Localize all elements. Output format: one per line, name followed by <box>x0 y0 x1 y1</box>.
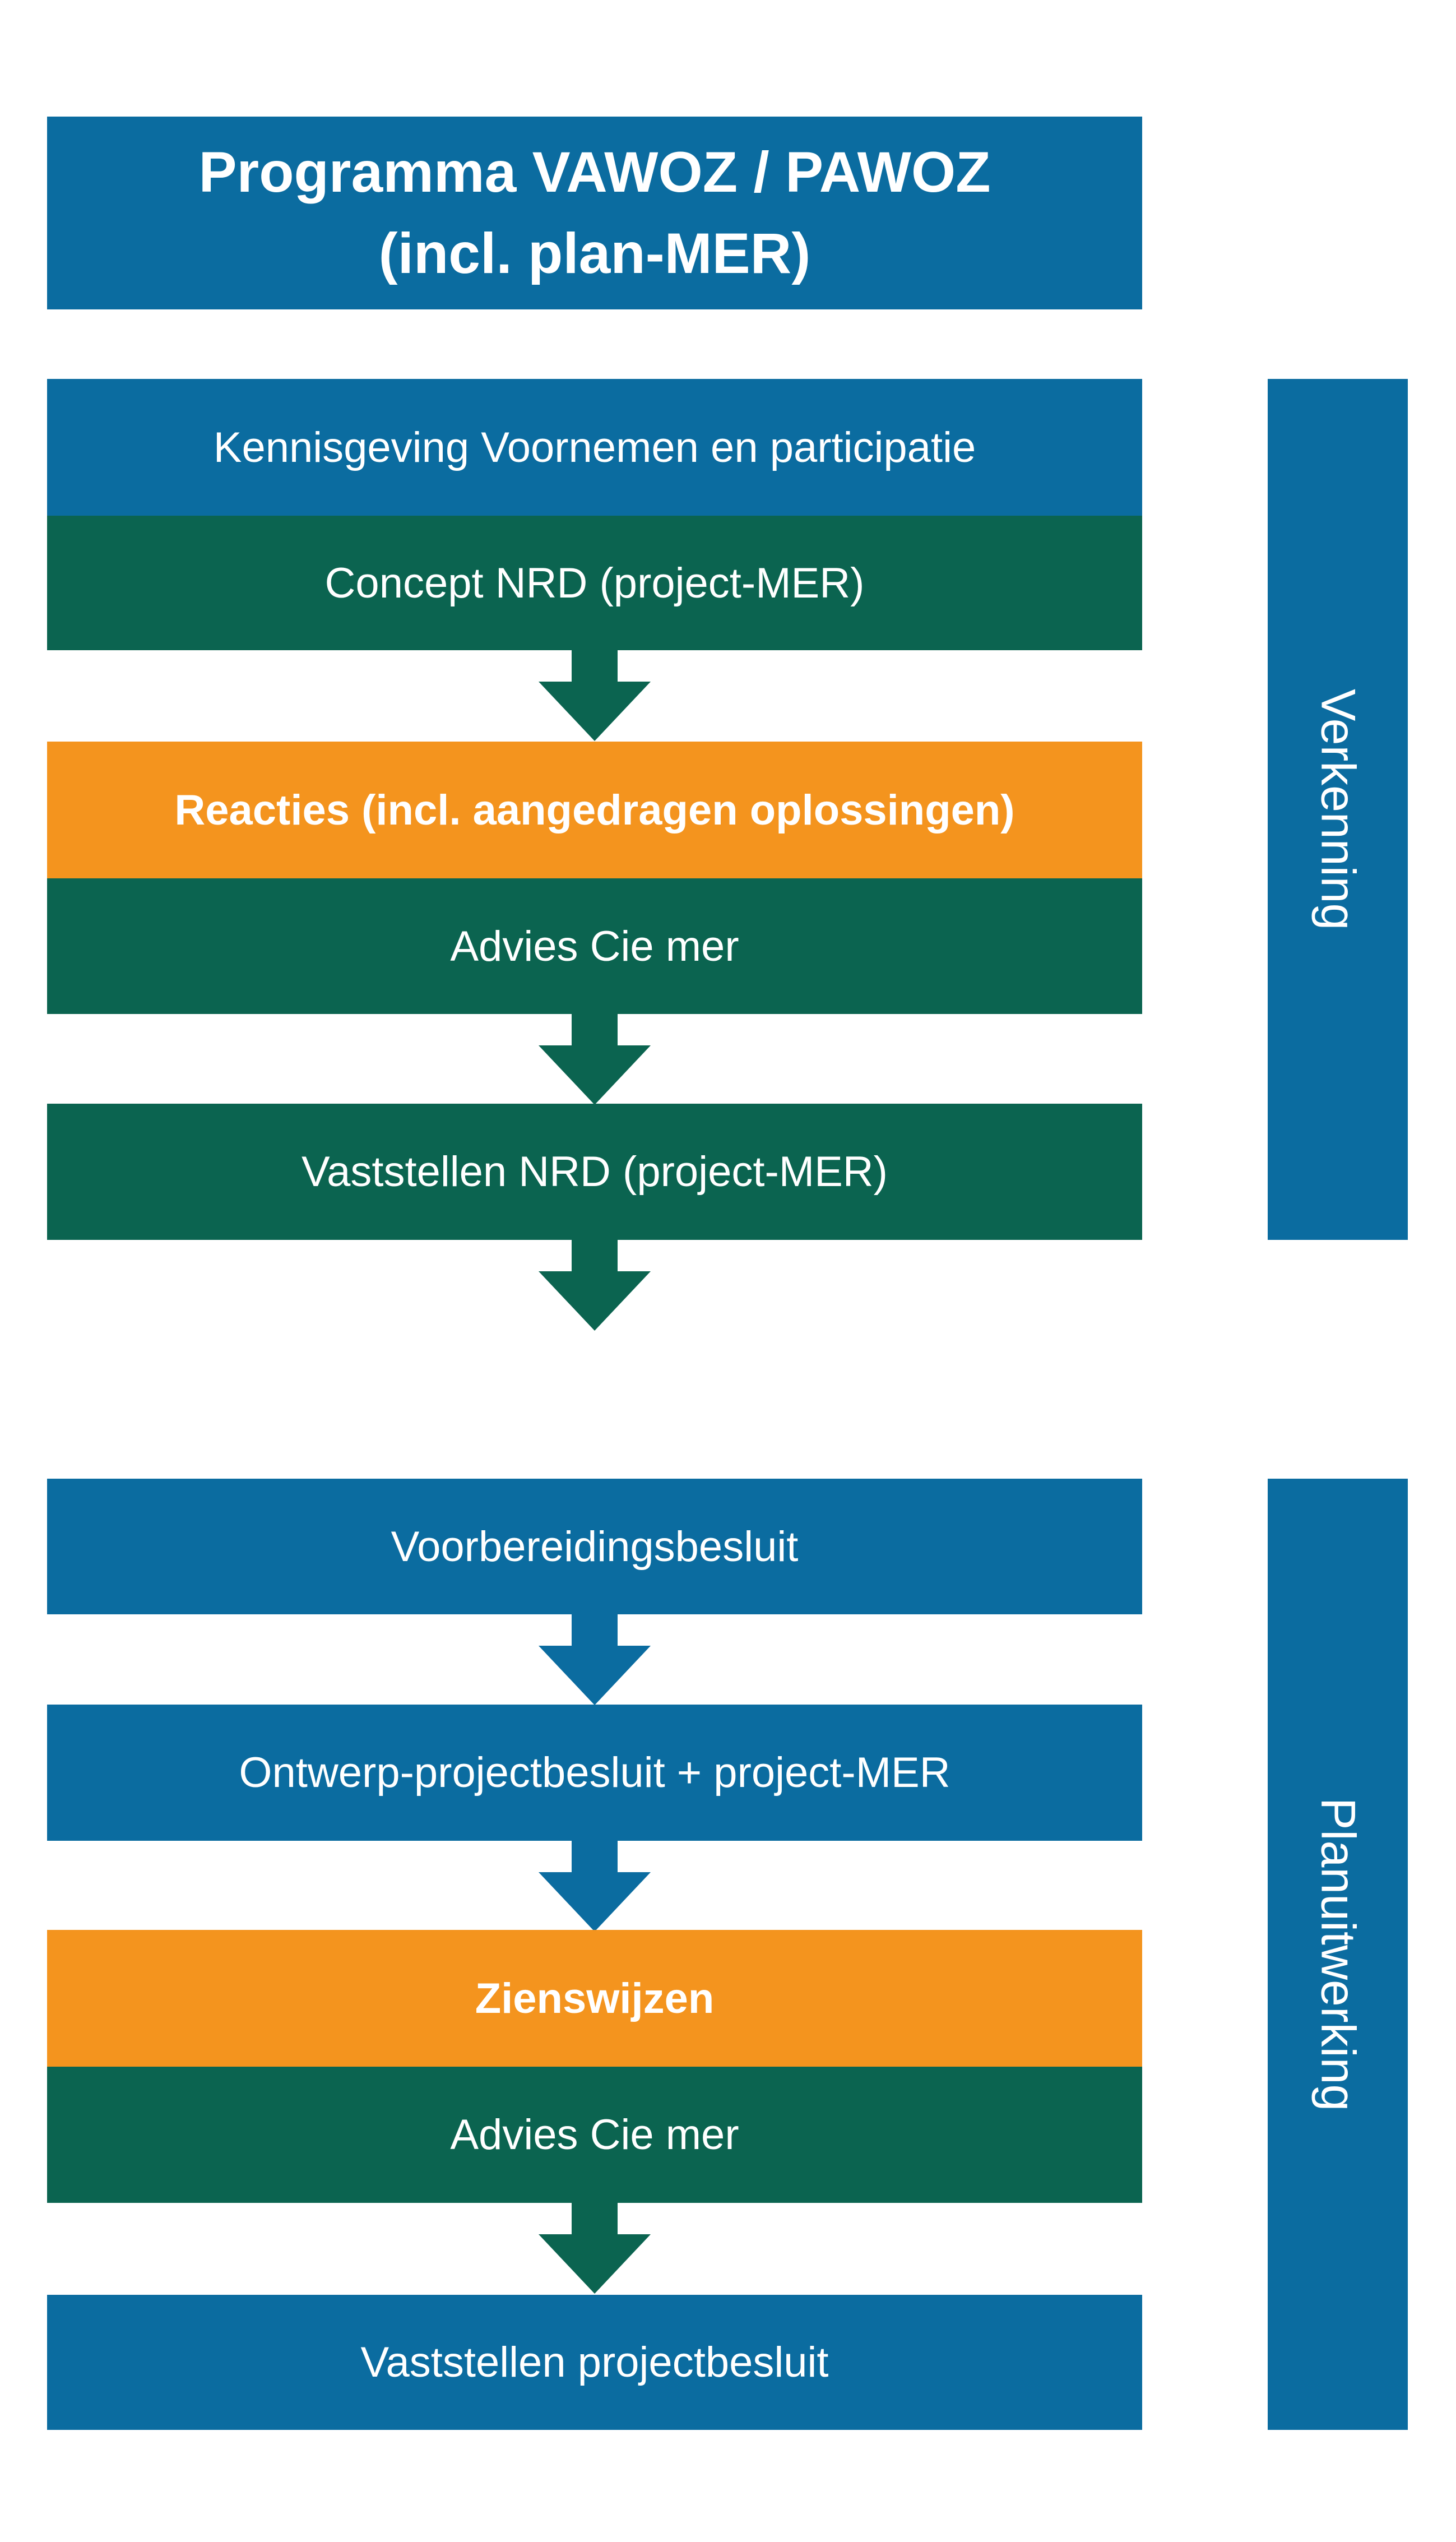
title-line-1: Programma VAWOZ / PAWOZ <box>198 140 991 205</box>
title-box: Programma VAWOZ / PAWOZ (incl. plan-MER) <box>47 117 1142 309</box>
step-ontwerp-projectbesluit: Ontwerp-projectbesluit + project-MER <box>47 1705 1142 1841</box>
step-reacties: Reacties (incl. aangedragen oplossingen) <box>47 742 1142 878</box>
step-voorbereidingsbesluit: Voorbereidingsbesluit <box>47 1479 1142 1614</box>
down-arrow-icon-2 <box>539 1014 651 1105</box>
step-vaststellen-nrd: Vaststellen NRD (project-MER) <box>47 1104 1142 1240</box>
down-arrow-icon-6 <box>539 2203 651 2294</box>
step-kennisgeving-voornemen: Kennisgeving Voornemen en participatie <box>47 379 1142 516</box>
arrow-head <box>539 1271 651 1331</box>
down-arrow-icon-4 <box>539 1614 651 1705</box>
arrow-stem <box>572 1240 618 1272</box>
down-arrow-icon-3 <box>539 1240 651 1331</box>
arrow-stem <box>572 1614 618 1646</box>
down-arrow-icon-1 <box>539 650 651 741</box>
arrow-stem <box>572 2203 618 2235</box>
arrow-head <box>539 1045 651 1105</box>
phase-bar-planuitwerking: Planuitwerking <box>1268 1479 1408 2430</box>
step-zienswijzen: Zienswijzen <box>47 1930 1142 2067</box>
arrow-head <box>539 1646 651 1705</box>
arrow-stem <box>572 1014 618 1046</box>
arrow-head <box>539 2234 651 2294</box>
step-vaststellen-projectbesluit: Vaststellen projectbesluit <box>47 2295 1142 2430</box>
arrow-stem <box>572 1841 618 1873</box>
step-concept-nrd: Concept NRD (project-MER) <box>47 516 1142 650</box>
step-advies-cie-mer-1: Advies Cie mer <box>47 878 1142 1014</box>
step-advies-cie-mer-2: Advies Cie mer <box>47 2067 1142 2203</box>
title-line-2: (incl. plan-MER) <box>378 221 811 285</box>
down-arrow-icon-5 <box>539 1841 651 1932</box>
arrow-stem <box>572 650 618 682</box>
phase-bar-verkenning: Verkenning <box>1268 379 1408 1240</box>
arrow-head <box>539 682 651 741</box>
arrow-head <box>539 1872 651 1932</box>
